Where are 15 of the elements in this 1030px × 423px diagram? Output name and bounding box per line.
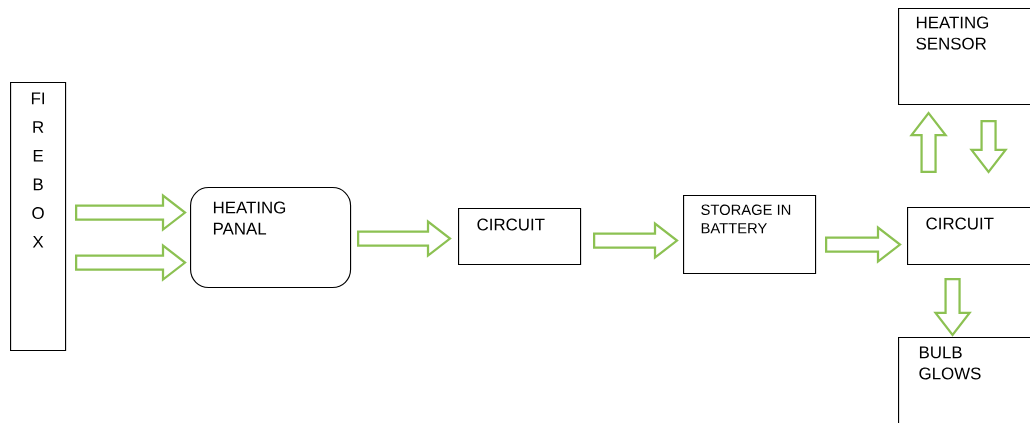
block-arrow bbox=[909, 111, 948, 174]
block-arrow bbox=[593, 221, 679, 260]
block-arrow bbox=[75, 193, 187, 232]
block-arrow bbox=[825, 225, 902, 264]
firebox-box: FI R E B O X bbox=[10, 82, 67, 352]
block-arrow bbox=[357, 219, 452, 258]
process-box: CIRCUIT bbox=[458, 208, 582, 266]
process-box: BULB GLOWS bbox=[898, 337, 1030, 423]
rounded-box: HEATING PANAL bbox=[190, 187, 352, 289]
process-box: HEATING SENSOR bbox=[898, 8, 1030, 106]
process-box: STORAGE IN BATTERY bbox=[683, 195, 817, 275]
process-box: CIRCUIT bbox=[907, 207, 1030, 266]
block-arrow bbox=[933, 278, 972, 337]
block-arrow bbox=[969, 120, 1008, 174]
block-arrow bbox=[75, 243, 187, 282]
